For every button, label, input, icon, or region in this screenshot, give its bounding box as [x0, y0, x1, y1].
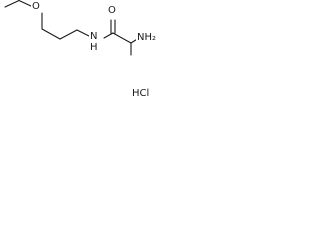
amine-group-label: NH₂ [136, 32, 158, 43]
ether-oxygen-label: O [31, 1, 41, 12]
hcl-salt-label: HCl [131, 88, 151, 99]
amide-nitrogen-label: N [89, 31, 99, 42]
bond-c1-c2 [41, 28, 61, 40]
bond-c3-n [76, 29, 90, 37]
bond-carbonyl-alpha [112, 32, 132, 44]
carbonyl-oxygen-label: O [107, 5, 117, 16]
bond-ch3-ch2 [4, 0, 20, 8]
bond-n-carbonyl-c [103, 32, 114, 39]
bond-c2-c3 [59, 29, 78, 40]
amide-hydrogen-label: H [89, 42, 99, 53]
chemical-structure [4, 0, 140, 56]
bond-ch2-o-ether [18, 0, 33, 8]
